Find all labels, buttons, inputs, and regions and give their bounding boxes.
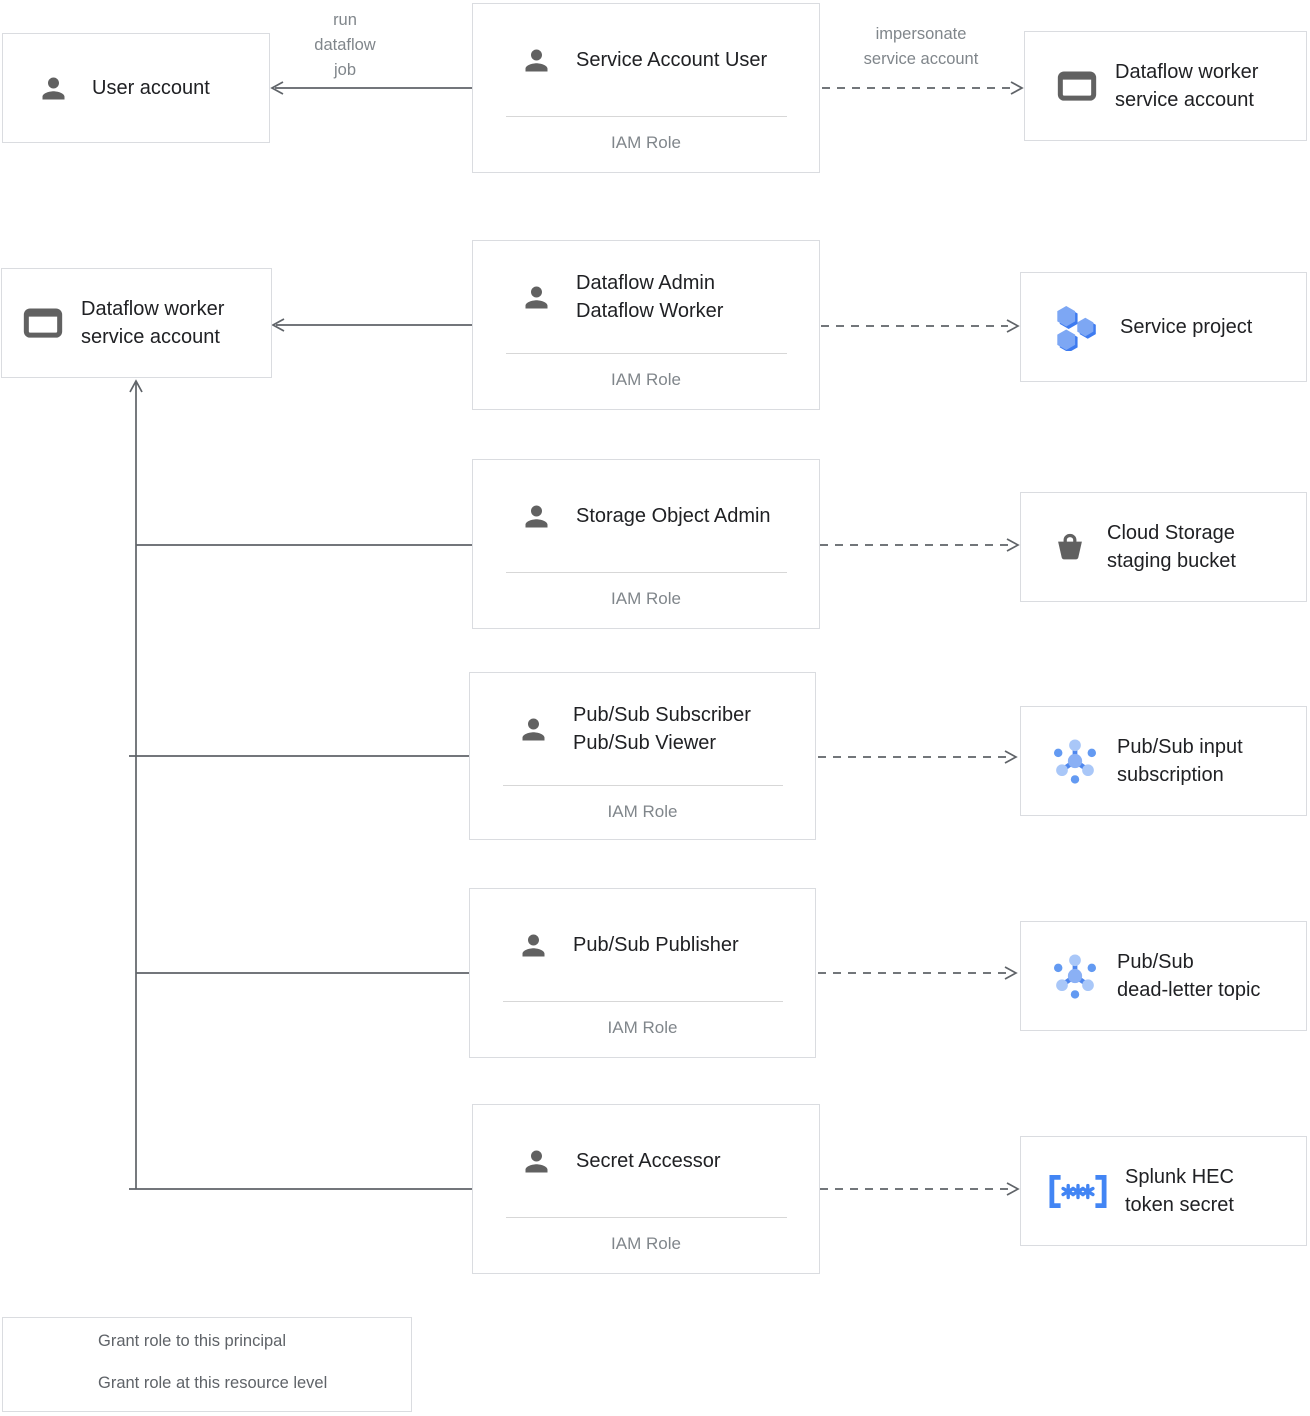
role-title-line: Secret Accessor — [576, 1150, 721, 1172]
role-box-storage-object-admin: Storage Object Admin IAM Role — [472, 459, 820, 629]
entity-label-line: Dataflow worker — [81, 298, 225, 320]
role-title-line: Pub/Sub Viewer — [573, 732, 717, 754]
role-title-line: Service Account User — [576, 49, 768, 71]
person-icon — [37, 72, 70, 105]
role-title: Pub/Sub Publisher — [573, 931, 739, 959]
iam-role-label: IAM Role — [611, 1234, 681, 1253]
person-icon — [520, 44, 553, 77]
role-box-service-account-user: Service Account User IAM Role — [472, 3, 820, 173]
role-title-line: Dataflow Worker — [576, 300, 724, 322]
pubsub-icon — [1049, 950, 1101, 1002]
grant-resource-row2-arrowhead — [1006, 319, 1020, 333]
user-account-box: User account — [2, 33, 270, 143]
entity-label-line: subscription — [1117, 764, 1224, 786]
entity-label-line: Splunk HEC — [1125, 1166, 1234, 1188]
impersonate-arrowhead — [1010, 81, 1024, 95]
entity-label-line: User account — [92, 77, 210, 99]
edge-label-line: impersonate — [875, 25, 967, 43]
entity-label: Pub/Sub input subscription — [1117, 733, 1243, 789]
service-account-card-icon — [23, 306, 63, 340]
legend-box: Grant role to this principal Grant role … — [2, 1317, 412, 1412]
legend-solid-label: Grant role to this principal — [98, 1332, 287, 1350]
dataflow-worker-service-account-left-box: Dataflow worker service account — [1, 268, 272, 378]
entity-label-line: Service project — [1120, 316, 1253, 338]
run-dataflow-job-label: run dataflow job — [283, 8, 407, 83]
role-title-line: Pub/Sub Subscriber — [573, 704, 751, 726]
grant-resource-row6-arrowhead — [1006, 1182, 1020, 1196]
entity-label: Splunk HEC token secret — [1125, 1163, 1234, 1219]
role-title: Secret Accessor — [576, 1147, 721, 1175]
role-title: Pub/Sub Subscriber Pub/Sub Viewer — [573, 701, 751, 757]
cloud-storage-staging-bucket-box: Cloud Storage staging bucket — [1020, 492, 1307, 602]
role-box-pubsub-subscriber-viewer: Pub/Sub Subscriber Pub/Sub Viewer IAM Ro… — [469, 672, 816, 840]
service-project-box: Service project — [1020, 272, 1307, 382]
legend-dashed-label: Grant role at this resource level — [98, 1374, 328, 1392]
pubsub-icon — [1049, 735, 1101, 787]
role-title-line: Pub/Sub Publisher — [573, 934, 739, 956]
entity-label: Service project — [1120, 313, 1252, 341]
entity-label-line: Pub/Sub input — [1117, 736, 1243, 758]
service-account-card-icon — [1057, 69, 1097, 103]
role-box-pubsub-publisher: Pub/Sub Publisher IAM Role — [469, 888, 816, 1058]
entity-label-line: dead-letter topic — [1117, 979, 1261, 1001]
service-project-hexagons-icon — [1053, 304, 1100, 351]
dataflow-worker-service-account-right-box: Dataflow worker service account — [1024, 31, 1307, 141]
divider — [506, 1217, 787, 1218]
person-icon — [517, 713, 550, 746]
grant-resource-row5-arrowhead — [1004, 966, 1018, 980]
pubsub-dead-letter-topic-box: Pub/Sub dead-letter topic — [1020, 921, 1307, 1031]
iam-role-label: IAM Role — [607, 802, 678, 821]
iam-role-label: IAM Role — [607, 1018, 678, 1037]
edge-label-line: dataflow — [314, 36, 376, 54]
splunk-hec-token-secret-box: Splunk HEC token secret — [1020, 1136, 1307, 1246]
person-icon — [520, 500, 553, 533]
secret-token-icon — [1045, 1173, 1111, 1210]
role-title: Dataflow Admin Dataflow Worker — [576, 269, 723, 325]
role-box-secret-accessor: Secret Accessor IAM Role — [472, 1104, 820, 1274]
iam-role-label: IAM Role — [611, 589, 681, 608]
entity-label-line: Pub/Sub — [1117, 951, 1194, 973]
impersonate-label: impersonate service account — [825, 22, 1017, 72]
entity-label: Dataflow worker service account — [81, 295, 224, 351]
edge-label-line: run — [333, 11, 357, 29]
divider — [506, 353, 787, 354]
entity-label: Cloud Storage staging bucket — [1107, 519, 1236, 575]
divider — [503, 785, 783, 786]
divider — [503, 1001, 783, 1002]
grant-role-row2-arrowhead — [271, 318, 285, 332]
entity-label-line: service account — [1115, 89, 1254, 111]
entity-label: Pub/Sub dead-letter topic — [1117, 948, 1260, 1004]
divider — [506, 116, 787, 117]
edge-label-line: service account — [863, 50, 979, 68]
edge-label-line: job — [333, 61, 357, 79]
person-icon — [517, 929, 550, 962]
entity-label-line: service account — [81, 326, 220, 348]
entity-label-line: staging bucket — [1107, 550, 1236, 572]
iam-role-label: IAM Role — [611, 370, 681, 389]
role-title: Service Account User — [576, 46, 767, 74]
person-icon — [520, 281, 553, 314]
person-icon — [520, 1145, 553, 1178]
role-box-dataflow-admin-worker: Dataflow Admin Dataflow Worker IAM Role — [472, 240, 820, 410]
divider — [506, 572, 787, 573]
entity-label: User account — [92, 74, 210, 102]
role-title: Storage Object Admin — [576, 502, 771, 530]
entity-label-line: Dataflow worker — [1115, 61, 1259, 83]
role-title-line: Storage Object Admin — [576, 505, 771, 527]
entity-label-line: Cloud Storage — [1107, 522, 1235, 544]
trunk-arrowhead-up — [129, 379, 143, 393]
grant-resource-row4-arrowhead — [1004, 750, 1018, 764]
run-dataflow-job-arrowhead — [270, 81, 284, 95]
role-title-line: Dataflow Admin — [576, 272, 715, 294]
pubsub-input-subscription-box: Pub/Sub input subscription — [1020, 706, 1307, 816]
entity-label: Dataflow worker service account — [1115, 58, 1258, 114]
iam-role-label: IAM Role — [611, 133, 681, 152]
entity-label-line: token secret — [1125, 1194, 1234, 1216]
grant-resource-row3-arrowhead — [1006, 538, 1020, 552]
storage-bucket-icon — [1053, 530, 1087, 564]
